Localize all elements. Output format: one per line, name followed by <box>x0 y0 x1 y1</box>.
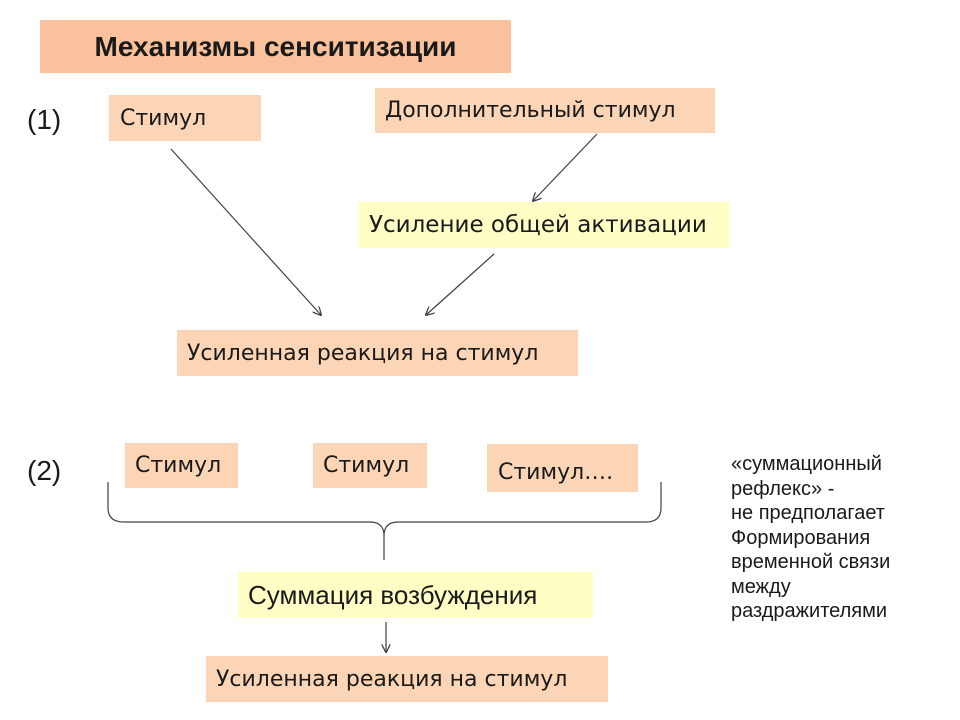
stimulus-box-b: Стимул <box>313 443 427 488</box>
section-2-number: (2) <box>27 455 62 486</box>
arrow-stimulus-to-response <box>170 148 321 315</box>
stimulus-label: Стимул <box>120 105 207 131</box>
response-label-2: Усиленная реакция на стимул <box>216 666 568 692</box>
stimuli-brace <box>107 482 662 560</box>
stimulus-box-a: Стимул <box>125 443 238 488</box>
stimulus-label-b: Стимул <box>323 453 410 478</box>
arrow-additional-to-activation <box>533 133 598 201</box>
response-box-2: Усиленная реакция на стимул <box>206 656 608 702</box>
additional-stimulus-label: Дополнительный стимул <box>385 98 676 123</box>
activation-label: Усиление общей активации <box>369 212 707 238</box>
summation-box: Суммация возбуждения <box>238 572 593 618</box>
summation-reflex-note: «суммационный рефлекс» - не предполагает… <box>731 452 941 624</box>
note-line: не предполагает <box>731 502 885 524</box>
note-line: Формирования <box>731 526 871 549</box>
note-line: «суммационный <box>731 453 882 475</box>
note-line: временной связи <box>731 551 891 573</box>
arrow-activation-to-response <box>426 253 495 315</box>
stimulus-box: Стимул <box>109 95 261 141</box>
stimulus-label-c: Стимул…. <box>498 459 614 485</box>
activation-box: Усиление общей активации <box>358 202 730 248</box>
note-line: раздражителями <box>731 600 888 622</box>
page-title-text: Механизмы сенситизации <box>94 30 457 62</box>
summation-label: Суммация возбуждения <box>248 579 538 610</box>
additional-stimulus-box: Дополнительный стимул <box>375 88 715 133</box>
response-label-1: Усиленная реакция на стимул <box>187 340 539 366</box>
stimulus-label-a: Стимул <box>135 453 222 478</box>
note-line: рефлекс» - <box>731 477 835 500</box>
stimulus-box-c: Стимул…. <box>487 444 638 492</box>
section-1-number: (1) <box>27 104 62 135</box>
response-box-1: Усиленная реакция на стимул <box>177 330 578 376</box>
page-title: Механизмы сенситизации <box>40 20 511 73</box>
note-line: между <box>731 575 791 598</box>
